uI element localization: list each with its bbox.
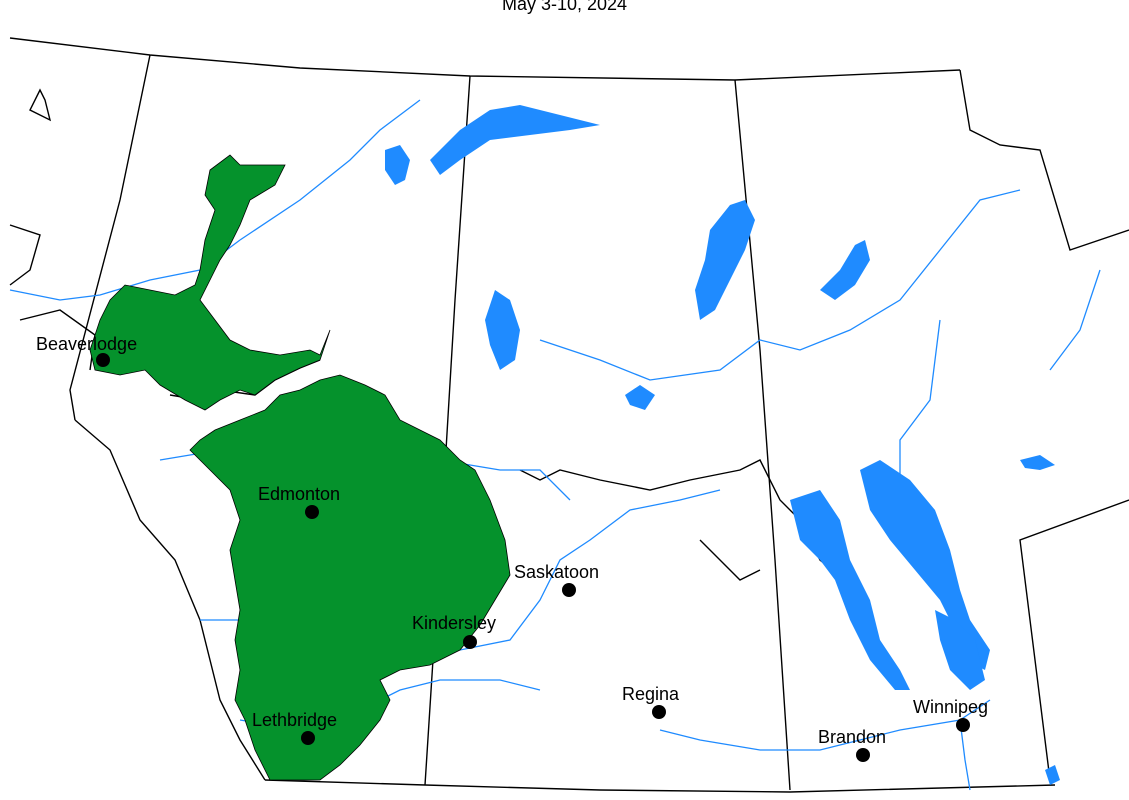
city-markers [96,353,970,762]
lake-reindeer [695,200,755,320]
alberta-sask-border [424,75,471,786]
river-assiniboine [659,699,991,751]
bc-coast-line [9,88,96,371]
lake-manitoba [935,610,985,690]
city-dot-winnipeg[interactable] [956,718,970,732]
lake-la-ronge [485,290,520,370]
river-churchill [539,189,1021,381]
river-red [959,719,971,791]
city-label-beaverlodge: Beaverlodge [36,334,137,354]
region-north-peace [89,154,331,411]
lake-wollaston [820,240,870,300]
lake-winnipegosis [790,490,910,690]
city-dot-regina[interactable] [652,705,666,719]
lake-winnipeg [860,460,990,670]
rockies-line [74,419,266,781]
city-dot-brandon[interactable] [856,748,870,762]
southern-border [264,779,1056,793]
lake-claire [385,145,410,185]
lakes [385,105,1060,785]
city-label-regina: Regina [622,684,680,704]
region-central-alberta [189,374,511,781]
city-dot-lethbridge[interactable] [301,731,315,745]
city-dot-saskatoon[interactable] [562,583,576,597]
city-label-edmonton: Edmonton [258,484,340,504]
city-label-saskatoon: Saskatoon [514,562,599,582]
northern-boundary [9,37,961,81]
city-labels: Beaverlodge Edmonton Saskatoon Kindersle… [36,334,988,747]
city-label-winnipeg: Winnipeg [913,697,988,717]
river-athabasca [239,99,421,241]
manitoba-east-border [959,69,1129,781]
lake-montreal [625,385,655,410]
lake-of-woods [1045,765,1060,785]
city-label-kindersley: Kindersley [412,613,496,633]
river-nelson [899,269,1101,500]
lake-island [1020,455,1055,470]
highlight-region [89,154,511,781]
city-label-lethbridge: Lethbridge [252,710,337,730]
city-label-brandon: Brandon [818,727,886,747]
city-dot-beaverlodge[interactable] [96,353,110,367]
map-title: May 3-10, 2024 [501,0,628,14]
rivers [9,99,1101,791]
sask-manitoba-border [734,79,791,791]
city-dot-kindersley[interactable] [463,635,477,649]
lake-athabasca [430,105,600,175]
city-dot-edmonton[interactable] [305,505,319,519]
